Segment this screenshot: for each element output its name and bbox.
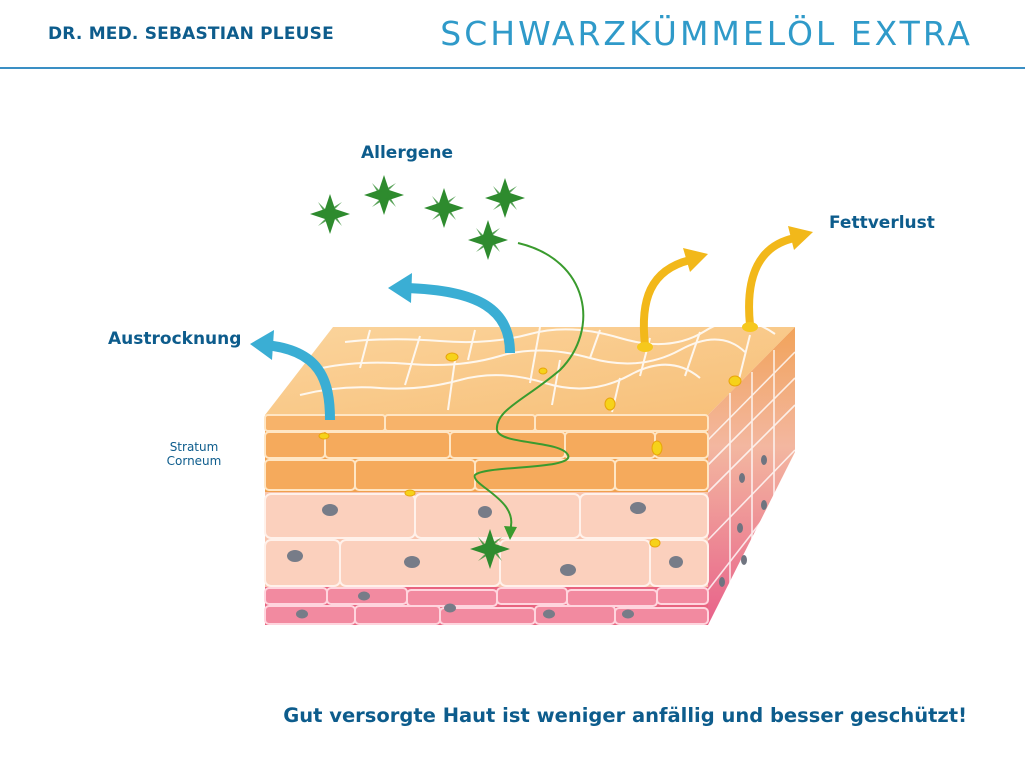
allergen-pathway-line — [473, 242, 585, 531]
label-stratum-corneum: Stratum Corneum — [160, 440, 228, 468]
lipid-droplets — [318, 352, 742, 548]
skin-side-face — [707, 327, 796, 625]
basal-layer — [264, 587, 709, 625]
stratum-corneum-layer — [264, 414, 709, 492]
header-divider — [0, 67, 1025, 69]
label-fat-loss: Fettverlust — [829, 213, 935, 233]
label-corneum: Corneum — [166, 454, 222, 468]
fat-loss-arrows — [637, 226, 813, 352]
allergen-pathway-arrowhead — [504, 526, 517, 540]
label-allergens: Allergene — [361, 143, 454, 163]
allergen-stars — [310, 175, 525, 569]
label-dehydration: Austrocknung — [108, 329, 242, 349]
header-title: SCHWARZKÜMMELÖL EXTRA — [440, 14, 973, 53]
dehydration-arrows — [250, 273, 515, 421]
footer-tagline: Gut versorgte Haut ist weniger anfällig … — [283, 704, 967, 727]
skin-top-surface — [265, 319, 795, 415]
label-stratum: Stratum — [169, 440, 219, 454]
header-author: DR. MED. SEBASTIAN PLEUSE — [48, 24, 334, 44]
